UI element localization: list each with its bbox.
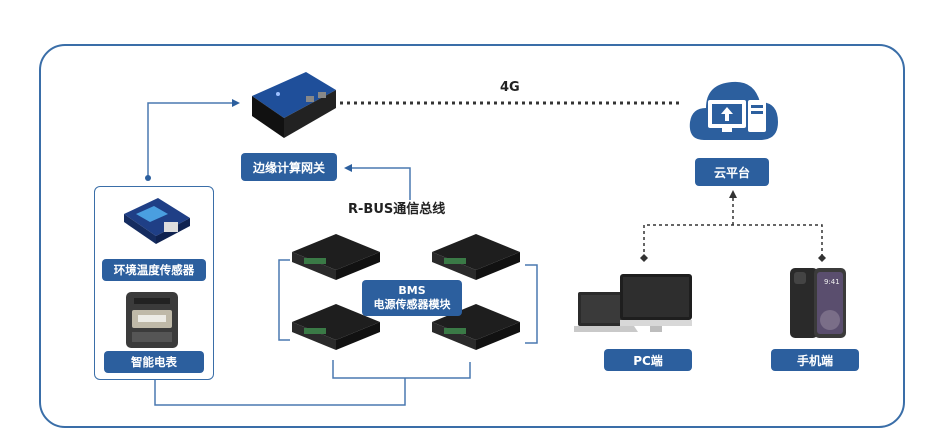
meter-label: 智能电表 <box>104 351 204 373</box>
gateway-label: 边缘计算网关 <box>241 153 337 181</box>
cloud-server-icon <box>689 81 778 140</box>
smart-meter-icon <box>126 292 178 348</box>
bms-module-icon <box>432 234 520 280</box>
bms-label-line2: 电源传感器模块 <box>373 298 451 311</box>
bms-module-icon <box>292 304 380 350</box>
4g-link-label: 4G <box>500 80 520 95</box>
gateway-icon <box>252 72 336 138</box>
cloud-tree-connector <box>643 198 823 258</box>
bus-label: R-BUS通信总线 <box>348 202 446 217</box>
sensor-bus-connector <box>154 378 406 406</box>
pc-label: PC端 <box>604 349 692 371</box>
gateway-sensor-connector <box>147 102 232 178</box>
bus-gateway-connector <box>352 167 411 200</box>
sensor-panel <box>94 186 214 380</box>
bms-label-line1: BMS <box>398 284 426 297</box>
temp-sensor-label: 环境温度传感器 <box>102 259 206 281</box>
diagram-frame <box>39 44 905 428</box>
cloud-label: 云平台 <box>695 158 769 186</box>
bms-module-icon <box>292 234 380 280</box>
bms-label: BMS 电源传感器模块 <box>362 280 462 316</box>
bms-bottom-line <box>332 360 471 379</box>
phone-label: 手机端 <box>771 349 859 371</box>
phone-icon: 9:41 <box>790 268 846 338</box>
laptop-icon <box>574 292 638 332</box>
temperature-sensor-icon <box>124 198 190 244</box>
bms-bracket <box>278 259 290 341</box>
svg-text:9:41: 9:41 <box>824 278 840 286</box>
bms-bracket-right <box>525 264 538 344</box>
pc-icon <box>574 274 692 332</box>
